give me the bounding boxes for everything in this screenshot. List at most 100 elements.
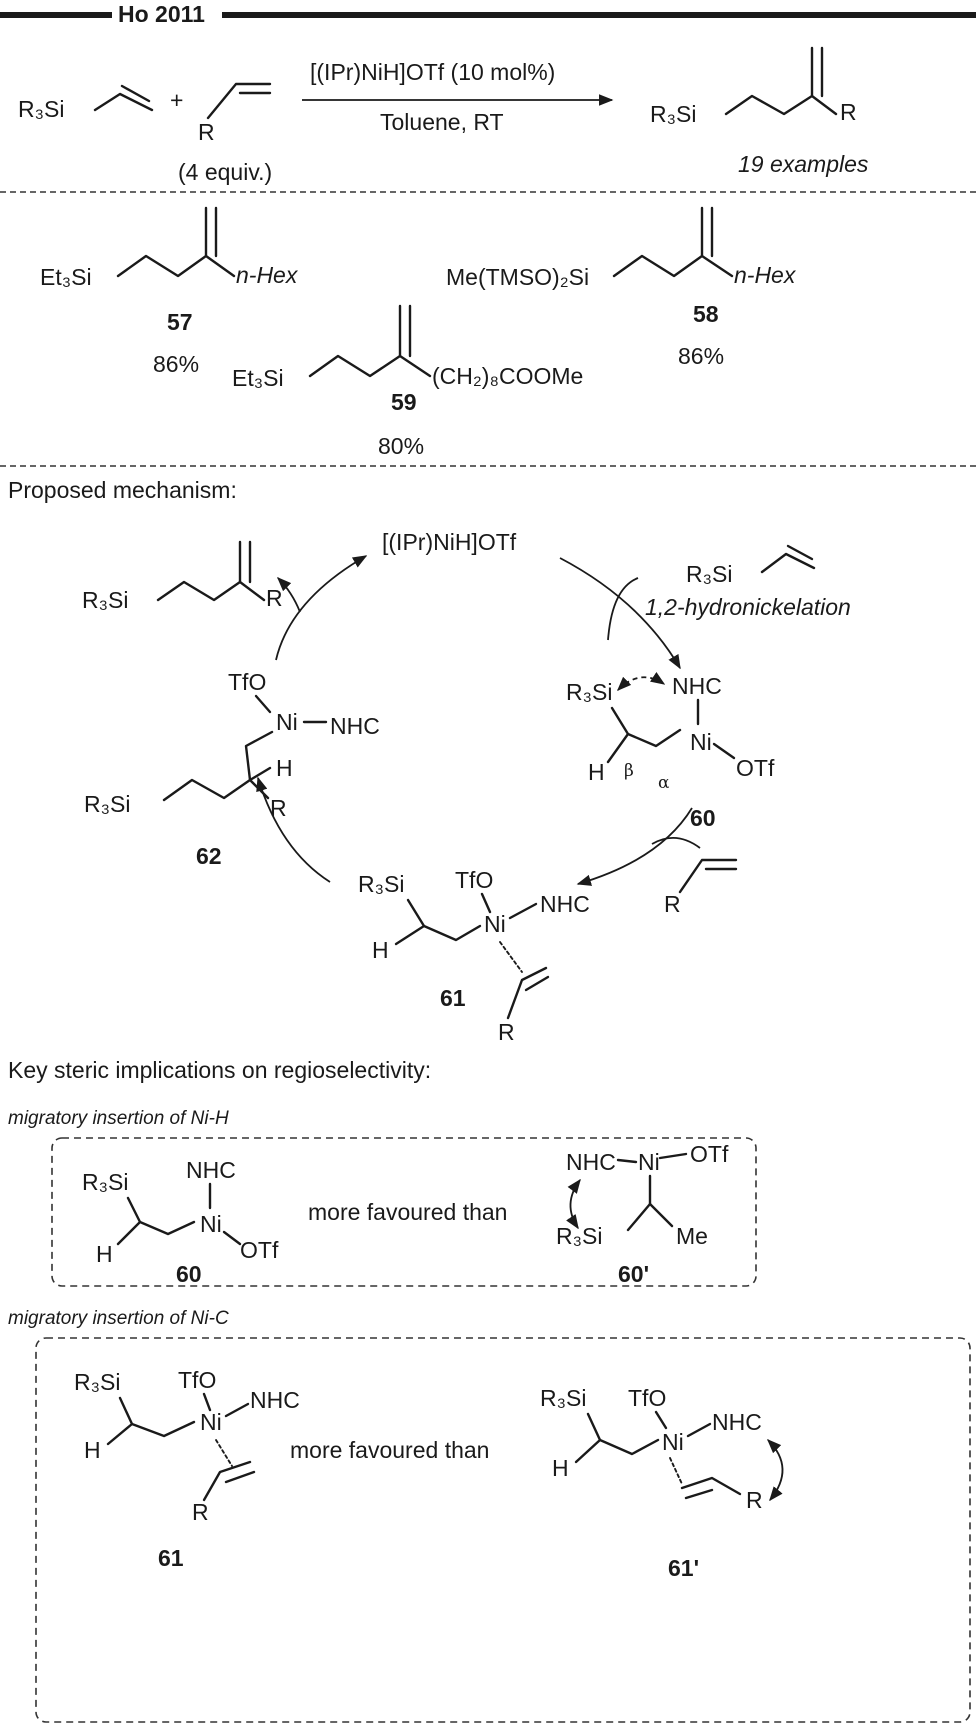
reaction-conditions: Toluene, RT <box>380 109 504 135</box>
b1-left-otf: OTf <box>240 1237 279 1263</box>
reactant-alkene-r: R <box>198 119 215 145</box>
i62-nhc: NHC <box>330 713 380 739</box>
mech-product-si: R₃Si <box>82 587 128 613</box>
b1-right-ni-otf-bond <box>658 1152 688 1160</box>
i61-ni: Ni <box>484 911 506 937</box>
arc-alkene-entry <box>651 837 701 849</box>
b1-right-ni: Ni <box>638 1149 660 1175</box>
b1-right-si: R₃Si <box>556 1223 602 1249</box>
b1-left-ch-bond <box>116 1220 142 1246</box>
header: Ho 2011 <box>0 1 976 27</box>
mech-catalyst: [(IPr)NiH]OTf <box>382 529 517 555</box>
b2-right-hashed-bond <box>669 1457 683 1485</box>
steric-heading: Key steric implications on regioselectiv… <box>8 1057 431 1083</box>
b1-right-me: Me <box>676 1223 708 1249</box>
b2-right-h: H <box>552 1455 569 1481</box>
i61-hashed-bond <box>499 941 523 973</box>
c59-substituent: (CH₂)₈COOMe <box>432 363 583 389</box>
c58-yield: 86% <box>678 343 724 369</box>
reactant-equiv: (4 equiv.) <box>178 159 272 185</box>
header-title: Ho 2011 <box>118 1 205 27</box>
i62-tfo: TfO <box>228 669 266 695</box>
b1-left-ni-otf-bond <box>222 1230 242 1246</box>
b1-right-steric-arrow <box>566 1178 581 1230</box>
i61-number: 61 <box>440 985 466 1011</box>
i61-ni-nhc-bond <box>508 902 538 920</box>
b1-left-chain <box>126 1196 196 1236</box>
i62-h: H <box>276 755 293 781</box>
mech-product-r: R <box>266 585 283 611</box>
c57-substituent: n-Hex <box>236 262 299 288</box>
b1-right-nhc: NHC <box>566 1149 616 1175</box>
b2-left-number: 61 <box>158 1545 184 1571</box>
i60-ni: Ni <box>690 729 712 755</box>
mech-step-label: 1,2-hydronickelation <box>645 594 851 620</box>
steric-sub2: migratory insertion of Ni-C <box>8 1308 229 1329</box>
i60-otf: OTf <box>736 755 775 781</box>
b2-left-tfo: TfO <box>178 1367 216 1393</box>
c57-si: Et₃Si <box>40 264 92 290</box>
c57-yield: 86% <box>153 351 199 377</box>
i62-chain-bonds <box>162 730 274 802</box>
mech-substrate-bonds <box>760 552 816 574</box>
i60-h: H <box>588 759 605 785</box>
arc-62-to-catalyst <box>275 555 368 661</box>
b2-right-alkene-double <box>684 1488 714 1500</box>
b2-left-alkene-double <box>224 1470 256 1484</box>
steric-box-2 <box>35 1337 971 1723</box>
b1-right-c-bonds <box>626 1202 674 1232</box>
steric-box-1-content: R₃Si NHC Ni OTf H 60 more favoured than … <box>82 1141 729 1287</box>
intermediate-62: TfO Ni NHC H R₃Si R 62 <box>84 669 380 869</box>
compound-59: Et₃Si (CH₂)₈COOMe 59 80% <box>232 304 583 459</box>
b2-right-number: 61' <box>668 1555 699 1581</box>
b2-left-ni: Ni <box>200 1409 222 1435</box>
product-r: R <box>840 99 857 125</box>
b2-right-chain <box>586 1412 660 1456</box>
mech-alkene-bonds <box>678 858 738 894</box>
reactant-alkene-bonds <box>206 82 272 120</box>
compound-58: Me(TMSO)₂Si n-Hex 58 86% <box>446 206 797 369</box>
b1-left-h: H <box>96 1241 113 1267</box>
i60-beta: β <box>624 761 634 781</box>
i62-number: 62 <box>196 843 222 869</box>
mechanism-heading: Proposed mechanism: <box>8 477 237 503</box>
i60-chain-bonds <box>610 706 682 748</box>
i61-h: H <box>372 937 389 963</box>
mech-alkene-r: R <box>664 891 681 917</box>
i62-ni-otf-bond <box>254 694 272 714</box>
b2-right-tfo: TfO <box>628 1385 666 1411</box>
b2-left-ni-nhc-bond <box>224 1402 250 1418</box>
b1-right-otf: OTf <box>690 1141 729 1167</box>
reactant-vinylsilane-si: R₃Si <box>18 96 64 122</box>
mech-substrate-double-bond <box>786 544 814 561</box>
mech-substrate-si: R₃Si <box>686 561 732 587</box>
b1-right-nhc-ni-bond <box>616 1158 638 1164</box>
b2-left-h: H <box>84 1437 101 1463</box>
c57-chain-bonds <box>116 254 236 278</box>
i61-ch-bond <box>394 924 426 946</box>
steric-box-1 <box>51 1137 757 1287</box>
i62-ni: Ni <box>276 709 298 735</box>
b2-left-chain <box>118 1396 196 1438</box>
c57-number: 57 <box>167 309 193 335</box>
i60-alpha: α <box>658 773 670 793</box>
b2-right-ni-otf-bond <box>654 1410 668 1430</box>
i60-steric-arrow <box>616 672 666 692</box>
b2-left-ni-otf-bond <box>202 1392 212 1412</box>
product-si: R₃Si <box>650 101 696 127</box>
c58-number: 58 <box>693 301 719 327</box>
b2-right-ni-nhc-bond <box>686 1422 712 1438</box>
b1-left-nhc: NHC <box>186 1157 236 1183</box>
c59-si: Et₃Si <box>232 365 284 391</box>
i61-ni-otf-bond <box>480 892 492 914</box>
c59-chain-bonds <box>308 354 432 378</box>
i60-si: R₃Si <box>566 679 612 705</box>
i60-nhc: NHC <box>672 673 722 699</box>
c59-yield: 80% <box>378 433 424 459</box>
b2-right-ch-bond <box>574 1438 602 1464</box>
b1-left-number: 60 <box>176 1261 202 1287</box>
c58-chain-bonds <box>612 254 734 278</box>
b2-right-r: R <box>746 1487 763 1513</box>
examples-count: 19 examples <box>738 151 869 177</box>
